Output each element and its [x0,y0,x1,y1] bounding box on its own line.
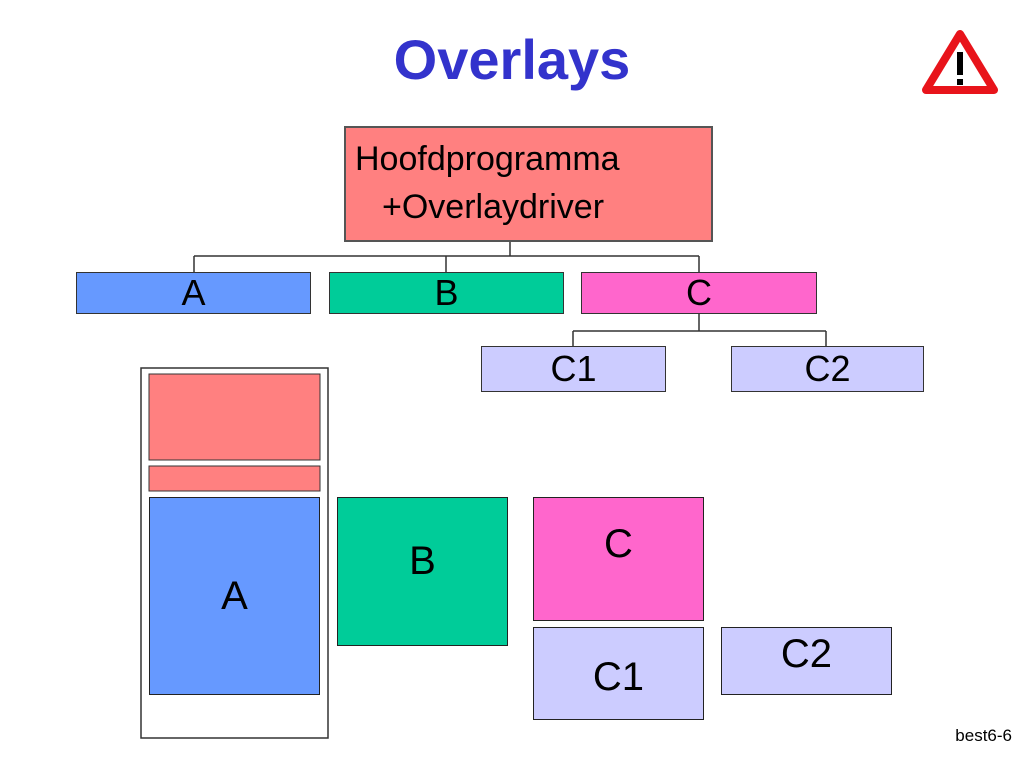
warning-icon [922,30,998,94]
tree-node-b: B [329,272,564,314]
main-program-label: Hoofdprogramma [355,140,620,178]
slide-footer: best6-6 [955,726,1012,745]
overlay-driver-label: +Overlaydriver [382,188,605,226]
memory-block-a: A [149,497,320,695]
memory-block-c1: C1 [533,627,704,720]
memory-main-program-block [148,373,321,461]
tree-node-c: C [581,272,817,314]
slide-title: Overlays [393,28,631,91]
memory-block-c: C [533,497,704,621]
tree-node-c2: C2 [731,346,924,392]
memory-block-c2: C2 [721,627,892,695]
memory-overlay-driver-block [148,465,321,492]
tree-node-a: A [76,272,311,314]
tree-node-c1: C1 [481,346,666,392]
tree-node-main-program: Hoofdprogramma +Overlaydriver [344,126,713,242]
memory-block-b: B [337,497,508,646]
